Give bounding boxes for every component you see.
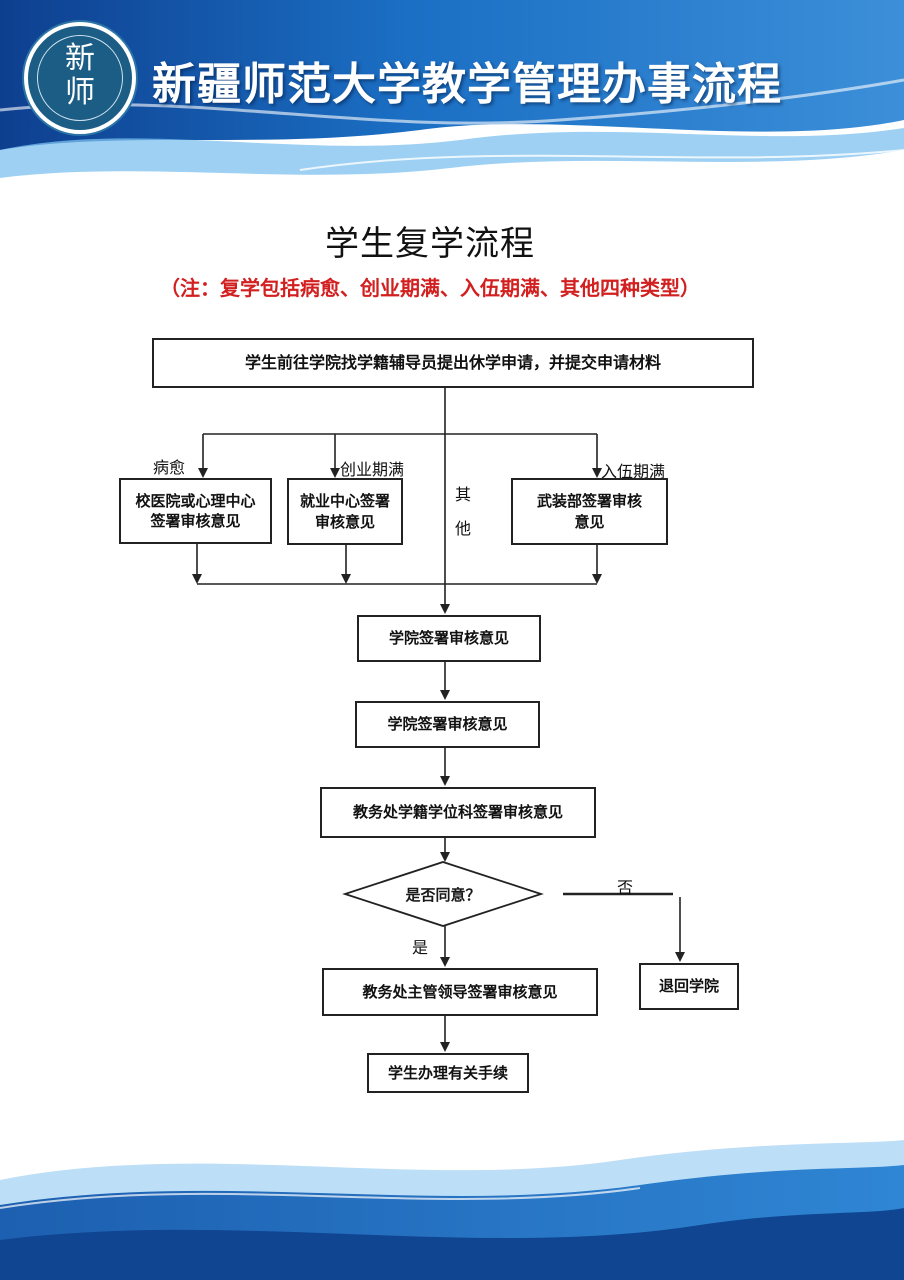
- page-note: （注：复学包括病愈、创业期满、入伍期满、其他四种类型）: [160, 276, 700, 300]
- logo-inner-ring: [37, 35, 123, 121]
- label-startup: 创业期满: [340, 460, 405, 479]
- label-yes: 是: [412, 938, 429, 957]
- label-military: 入伍期满: [601, 462, 666, 481]
- header-banner: 新 师 新疆师范大学教学管理办事流程: [0, 0, 904, 190]
- step-start-box: 学生前往学院找学籍辅导员提出休学申请，并提交申请材料: [152, 338, 754, 388]
- logo-char-1: 新: [65, 41, 95, 76]
- banner-background: [0, 0, 904, 190]
- box-college-review-1: 学院签署审核意见: [357, 615, 541, 662]
- decision-label: 是否同意？: [405, 885, 481, 904]
- university-logo: 新 师: [24, 22, 136, 134]
- label-other: 其他: [454, 478, 472, 546]
- box-registry-office: 教务处学籍学位科签署审核意见: [320, 787, 596, 838]
- label-other-text: 其他: [454, 485, 471, 538]
- banner-title: 新疆师范大学教学管理办事流程: [152, 59, 782, 110]
- box-leader-review: 教务处主管领导签署审核意见: [322, 968, 598, 1016]
- box-employment-center: 就业中心签署审核意见: [287, 478, 403, 545]
- box-college-review-2: 学院签署审核意见: [355, 701, 540, 748]
- box-hospital: 校医院或心理中心签署审核意见: [119, 478, 272, 544]
- footer-banner: [0, 1110, 904, 1280]
- box-armed-forces: 武装部签署审核意见: [511, 478, 668, 545]
- label-illness: 病愈: [153, 458, 186, 477]
- label-no: 否: [617, 878, 634, 897]
- box-return-college: 退回学院: [639, 963, 739, 1010]
- decision-diamond: [342, 861, 544, 927]
- page-title: 学生复学流程: [325, 224, 535, 264]
- box-student-procedures: 学生办理有关手续: [367, 1053, 529, 1093]
- logo-char-2: 师: [65, 75, 95, 110]
- footer-wave: [0, 1140, 904, 1280]
